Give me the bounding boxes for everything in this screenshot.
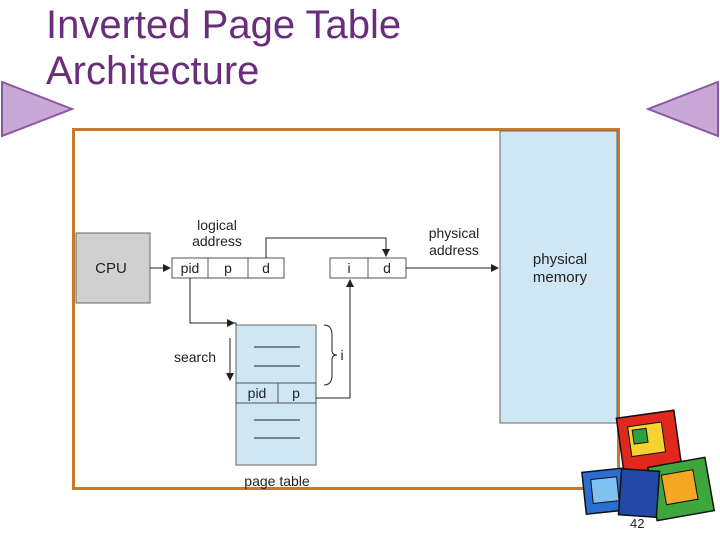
title-line-2: Architecture: [46, 49, 260, 93]
blocks-clipart-icon: [581, 409, 716, 522]
slide-title: Inverted Page Table Architecture: [46, 2, 401, 94]
next-slide-arrow-icon[interactable]: [646, 80, 720, 140]
title-line-1: Inverted Page Table: [46, 3, 402, 47]
previous-slide-arrow-icon[interactable]: [0, 80, 76, 140]
physical-memory-label-2: memory: [533, 269, 588, 286]
physical-field-i: i: [347, 260, 350, 276]
offset-copy-arrow: [265, 237, 390, 258]
physical-field-d: d: [383, 260, 391, 276]
logical-address-box: [171, 257, 285, 279]
search-label: search: [174, 349, 216, 365]
table-field-pid: pid: [248, 385, 267, 401]
lookup-arrow-line: [189, 278, 237, 325]
index-to-physical-arrow: [316, 279, 354, 399]
logical-address-label-1: logical: [197, 217, 237, 233]
physical-memory-label-1: physical: [533, 251, 587, 268]
logical-field-p: p: [224, 260, 232, 276]
page-table-label: page table: [244, 473, 310, 489]
physical-memory-block: [499, 130, 618, 424]
index-label: i: [340, 347, 343, 363]
index-brace: [323, 324, 338, 386]
logical-field-pid: pid: [181, 260, 200, 276]
table-field-p: p: [292, 385, 300, 401]
logical-address-label-2: address: [192, 233, 242, 249]
logical-field-d: d: [262, 260, 270, 276]
cpu-block: [75, 232, 151, 304]
physical-address-label-2: address: [429, 242, 479, 258]
physical-address-label-1: physical: [429, 225, 480, 241]
cpu-label: CPU: [95, 260, 127, 277]
page-table-entry: [235, 382, 317, 404]
slide-number: 42: [630, 516, 645, 531]
